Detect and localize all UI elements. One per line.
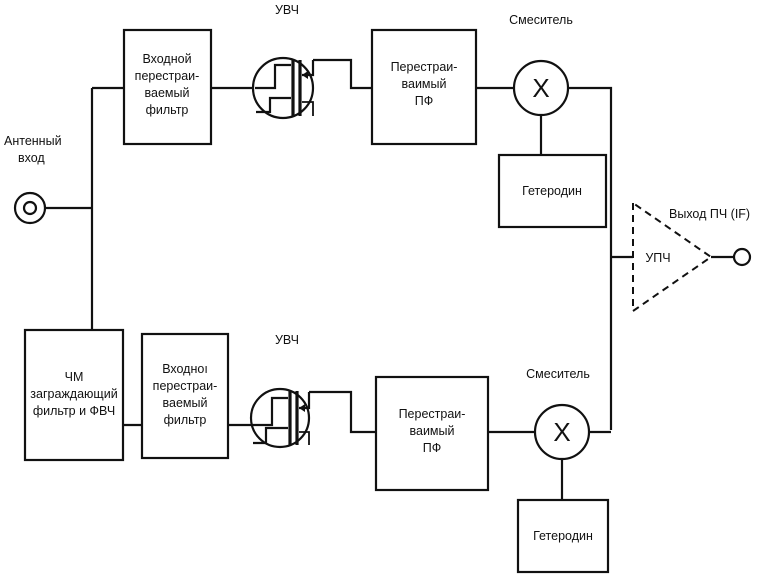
upper-mixer-label: Смеситель (509, 13, 573, 27)
wire-upper-amp-to-bpf (313, 58, 372, 90)
upper-input-filter-line3: ваемый (145, 86, 190, 100)
lower-notch-line2: заграждающий (30, 387, 117, 401)
lower-input-filter-block (140, 332, 230, 460)
upper-input-filter-block (122, 28, 213, 146)
upper-bpf-line1: Перестраи- (391, 60, 458, 74)
if-amplifier-label: УПЧ (645, 251, 670, 265)
lower-notch-line3: фильтр и ФВЧ (33, 404, 115, 418)
antenna-outer-ring (13, 191, 47, 225)
lower-amplifier-fet-icon (249, 387, 311, 449)
antenna-inner-ring (22, 200, 38, 216)
lower-mixer-circle (533, 403, 591, 461)
lower-amplifier-label: УВЧ (275, 333, 299, 347)
lower-bpf-line3: ПФ (423, 441, 442, 455)
lower-input-filter-line2: перестраи- (153, 379, 218, 393)
upper-amplifier-fet-icon (251, 56, 315, 120)
upper-oscillator-block (497, 153, 608, 229)
lower-oscillator-block (516, 498, 610, 574)
if-amplifier-triangle (632, 201, 713, 313)
upper-mixer-circle (512, 59, 570, 117)
lower-bpf-line2: ваимый (410, 424, 455, 438)
upper-input-filter-line1: Входной (142, 52, 191, 66)
lower-tunable-bpf-block (374, 375, 490, 492)
lower-notch-line1: ЧМ (65, 370, 84, 384)
if-output-terminal (732, 247, 752, 267)
upper-bpf-line3: ПФ (415, 94, 434, 108)
antenna-connector (13, 191, 47, 225)
lower-notch-hpf-block (23, 328, 125, 462)
lower-input-filter-line3: ваемый (163, 396, 208, 410)
upper-bpf-line2: ваимый (402, 77, 447, 91)
antenna-label-line1: Антенный (4, 134, 62, 148)
wire-lower-amp-to-bpf (309, 390, 376, 434)
upper-amplifier-label: УВЧ (275, 3, 299, 17)
lower-bpf-line1: Перестраи- (399, 407, 466, 421)
lower-input-filter-line1: Входноı (162, 362, 208, 376)
lower-mixer-label: Смеситель (526, 367, 590, 381)
upper-input-filter-line4: фильтр (146, 103, 189, 117)
upper-input-filter-line2: перестраи- (135, 69, 200, 83)
wire-upper-mixer-out (568, 86, 613, 430)
lower-input-filter-line4: фильтр (164, 413, 207, 427)
upper-tunable-bpf-block (370, 28, 478, 146)
if-output-label: Выход ПЧ (IF) (669, 207, 750, 221)
lower-mixer-x-icon: X (553, 417, 570, 447)
upper-oscillator-label: Гетеродин (522, 184, 582, 198)
lower-oscillator-label: Гетеродин (533, 529, 593, 543)
antenna-label-line2: вход (18, 151, 45, 165)
upper-mixer-x-icon: X (532, 73, 549, 103)
wiring (44, 58, 734, 500)
